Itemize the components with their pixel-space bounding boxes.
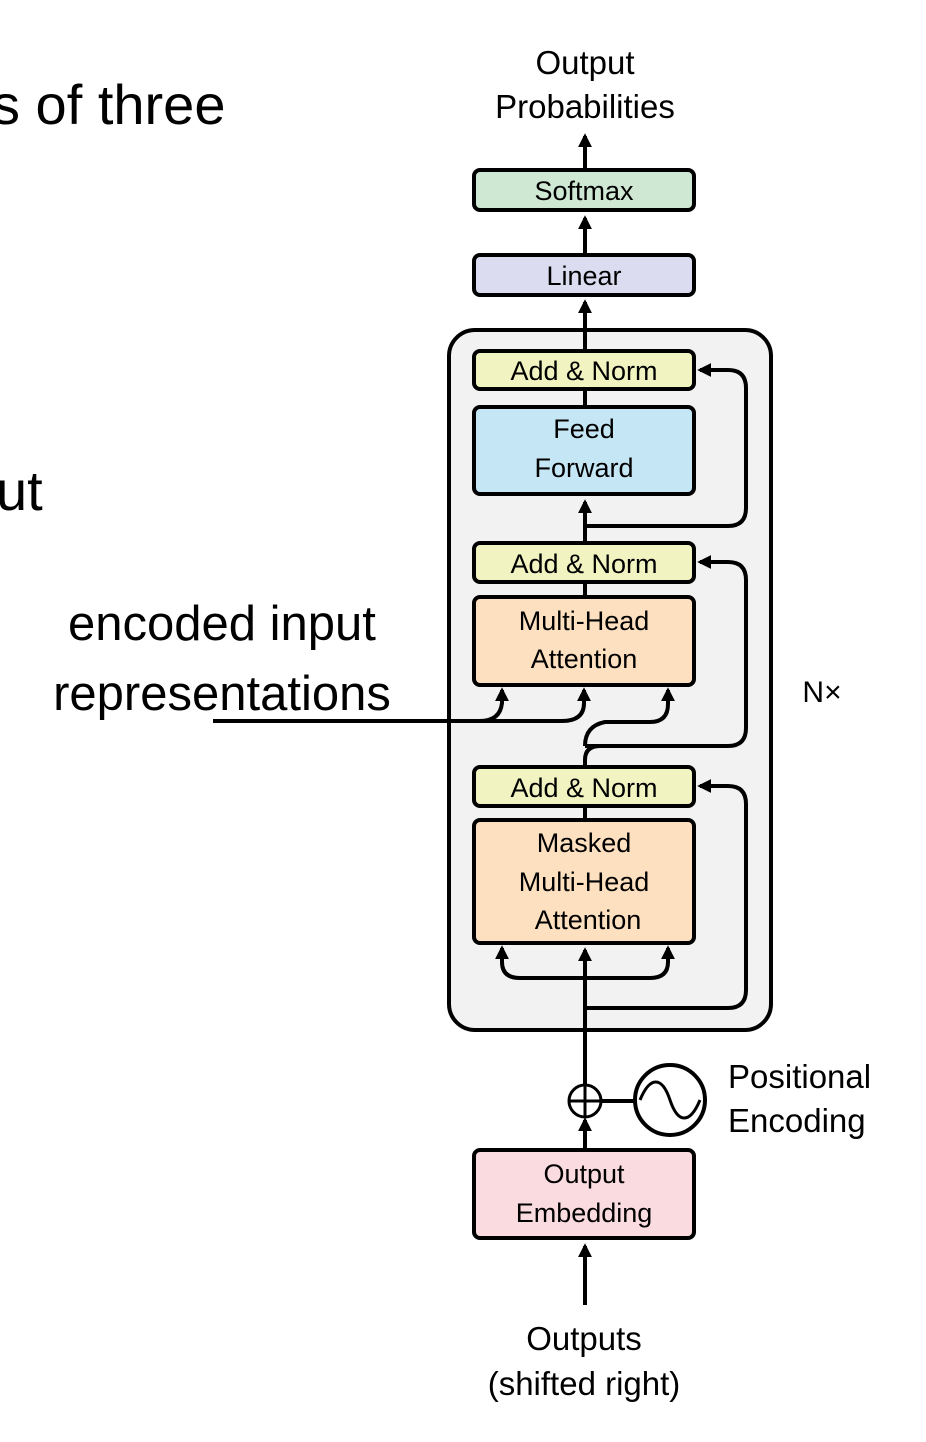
softmax-label: Softmax (534, 176, 634, 206)
masked-attention-label-1: Masked (537, 828, 632, 858)
feed-forward-box (472, 405, 696, 496)
arrow-query-input (583, 687, 675, 747)
repeat-label: N× (802, 676, 841, 709)
output-probabilities-line-1: Output (535, 44, 634, 81)
positional-encoding-label-1: Positional (728, 1058, 871, 1095)
output-probabilities-line-2: Probabilities (495, 88, 675, 125)
wire-addnorm-branch (583, 744, 601, 770)
annotation-line-2: representations (53, 667, 391, 721)
positional-encoding-label-2: Encoding (728, 1102, 866, 1139)
arrow-masked-value (585, 945, 675, 980)
linear-box (472, 253, 696, 297)
add-norm-box-middle (472, 541, 696, 584)
multi-head-attention-label-2: Attention (531, 644, 638, 674)
arrow-masked-key (495, 945, 585, 980)
feed-forward-label-2: Forward (534, 453, 633, 483)
residual-multi-head (585, 555, 748, 748)
sine-wave-curve (638, 1080, 702, 1120)
annotation-line-1: encoded input (68, 597, 376, 651)
outputs-label-2: (shifted right) (488, 1365, 681, 1402)
linear-label: Linear (546, 261, 621, 291)
residual-feed-forward (585, 363, 748, 528)
masked-attention-label-2: Multi-Head (519, 867, 650, 897)
outputs-label-1: Outputs (526, 1320, 642, 1357)
slide-partial-text: ut (0, 459, 43, 522)
feed-forward-label-1: Feed (553, 414, 615, 444)
add-norm-label-middle: Add & Norm (510, 549, 657, 579)
arrow-encoder-value (480, 687, 591, 723)
softmax-box (472, 168, 696, 212)
add-norm-label-bottom: Add & Norm (510, 773, 657, 803)
multi-head-attention-label-1: Multi-Head (519, 606, 650, 636)
add-norm-box-bottom (472, 765, 696, 808)
output-embedding-box (472, 1148, 696, 1240)
masked-multi-head-attention-box (472, 818, 696, 945)
output-embedding-label-2: Embedding (516, 1198, 653, 1228)
residual-masked (585, 779, 748, 1010)
add-norm-box-top (472, 349, 696, 391)
output-embedding-label-1: Output (543, 1159, 625, 1189)
slide-partial-title: s of three (0, 73, 225, 136)
masked-attention-label-3: Attention (535, 905, 642, 935)
multi-head-attention-box (472, 595, 696, 687)
add-norm-label-top: Add & Norm (510, 356, 657, 386)
